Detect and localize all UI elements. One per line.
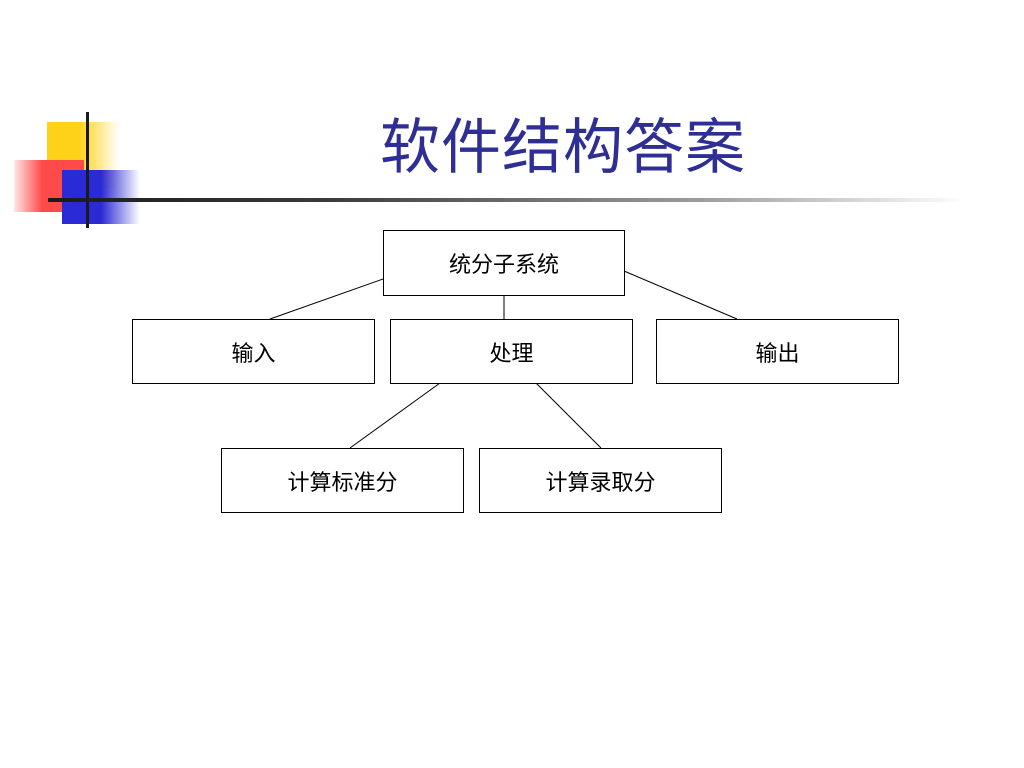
decor-vertical-line [86,112,89,228]
node-standard-score: 计算标准分 [221,448,464,513]
node-process-label: 处理 [489,341,534,367]
node-admission-score: 计算录取分 [479,448,722,513]
node-output: 输出 [656,319,899,384]
slide-title: 软件结构答案 [380,113,746,183]
node-root: 统分子系统 [383,230,625,296]
node-standard-score-label: 计算标准分 [287,470,398,496]
decor-blue-square [62,170,140,224]
node-process: 处理 [390,319,633,384]
node-input-label: 输入 [231,341,276,367]
node-input: 输入 [132,319,375,384]
edge-process-admission [535,382,602,449]
edge-process-standard [349,382,441,449]
edge-root-input [269,278,384,320]
node-admission-score-label: 计算录取分 [545,470,656,496]
decor-horizontal-rule [48,198,968,202]
edge-root-output [623,270,738,320]
node-root-label: 统分子系统 [448,253,559,278]
node-output-label: 输出 [755,341,800,367]
